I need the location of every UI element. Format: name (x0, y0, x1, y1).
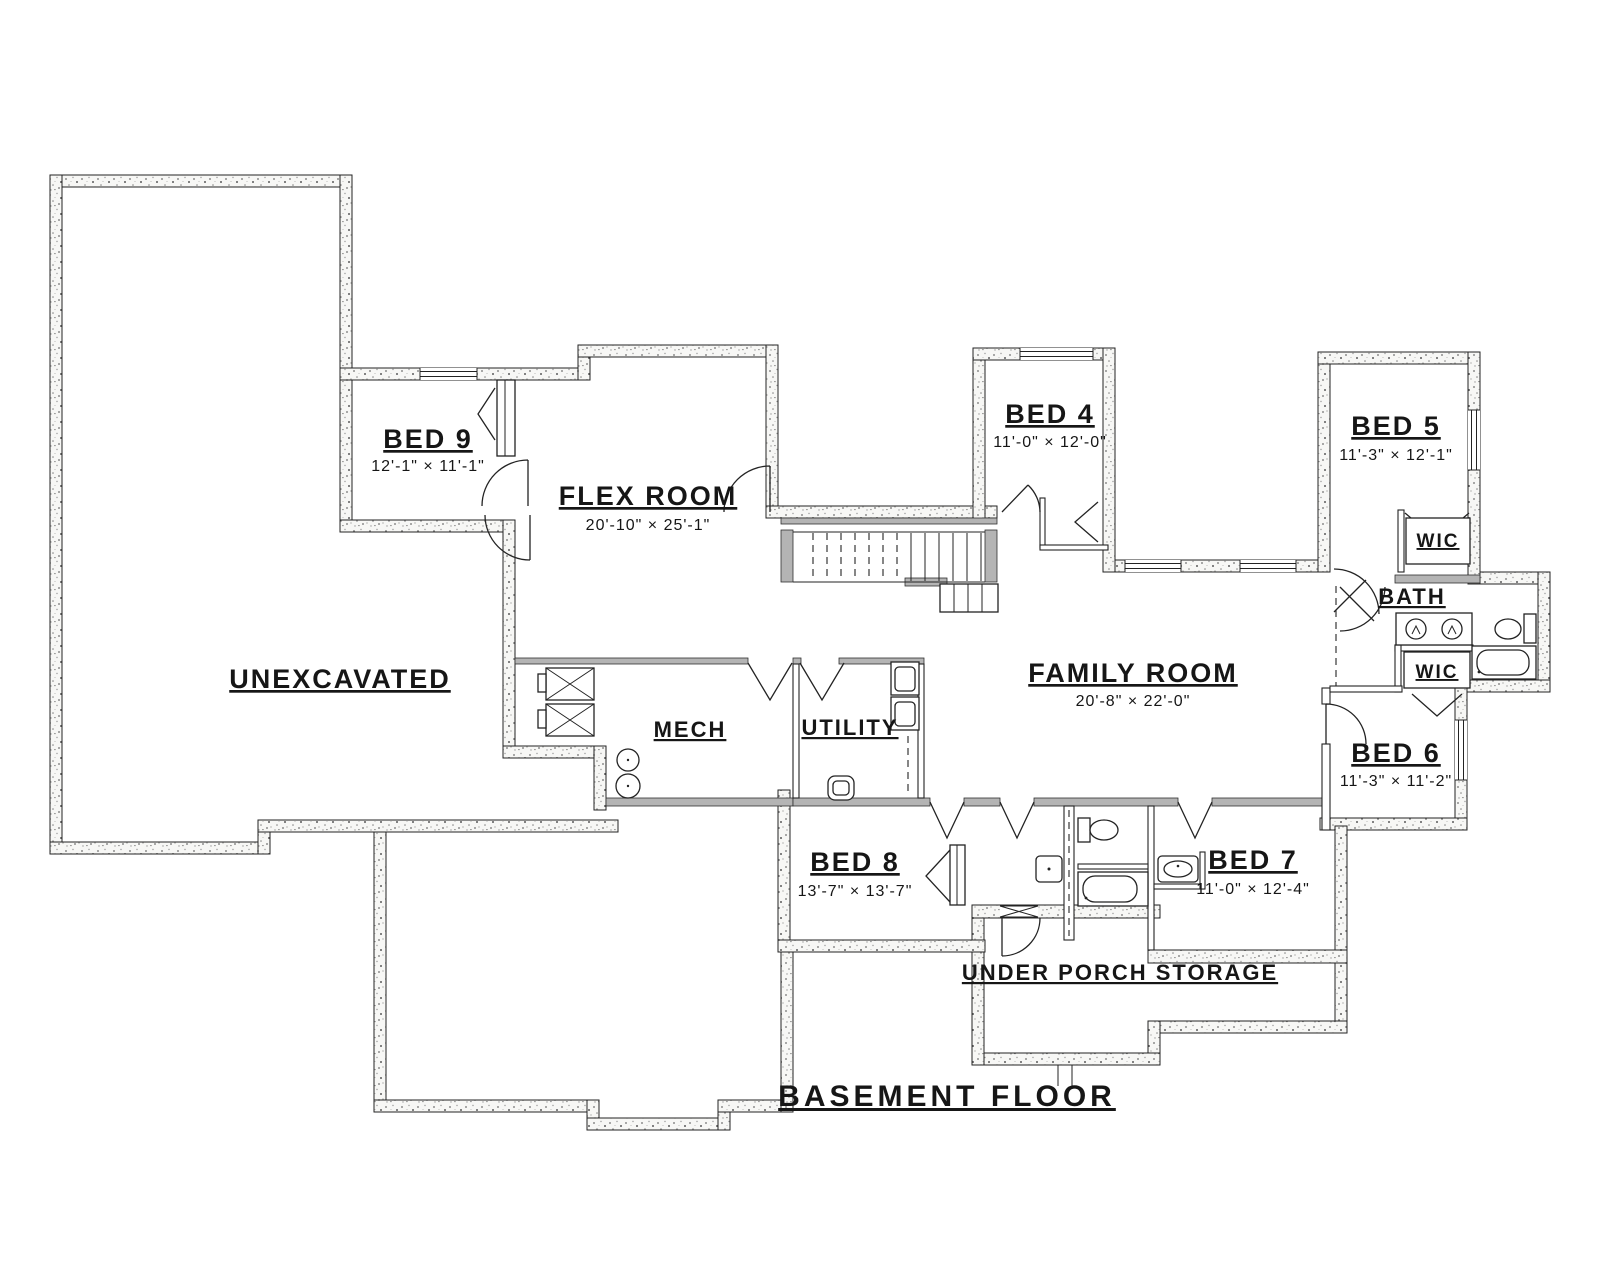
room-labels: UNEXCAVATED BED 9 12'-1" × 11'-1" FLEX R… (229, 399, 1460, 1113)
doors (477, 379, 1470, 957)
room-label-bath: BATH (1378, 584, 1445, 609)
room-dims-bed8: 13'-7" × 13'-7" (798, 883, 913, 900)
room-label-unexcavated: UNEXCAVATED (229, 664, 451, 694)
storage-areaway (1057, 1065, 1073, 1086)
main-bath-fixtures (1335, 586, 1537, 686)
room-label-storage: UNDER PORCH STORAGE (962, 960, 1278, 985)
room-dims-bed4: 11'-0" × 12'-0" (993, 434, 1107, 451)
wic-shelving (1403, 517, 1471, 689)
sink-icon (1405, 618, 1427, 640)
exterior-walls (49, 174, 1551, 1131)
sink-icon (1441, 618, 1463, 640)
room-label-bed9: BED 9 (383, 424, 473, 454)
staircase (793, 484, 1041, 613)
room-dims-family: 20'-8" × 22'-0" (1076, 693, 1191, 710)
room-label-mech: MECH (654, 717, 727, 742)
room-dims-bed9: 12'-1" × 11'-1" (371, 458, 485, 475)
room-label-wic-bed5: WIC (1417, 531, 1460, 552)
interior-bearing-walls (514, 517, 1481, 807)
room-dims-flex: 20'-10" × 25'-1" (586, 517, 711, 534)
room-label-bed4: BED 4 (1005, 399, 1095, 429)
toilet-icon (1089, 819, 1119, 841)
room-label-flex: FLEX ROOM (559, 481, 738, 511)
plan-title: BASEMENT FLOOR (778, 1080, 1116, 1113)
room-label-bed5: BED 5 (1351, 411, 1441, 441)
room-label-wic-bed6: WIC (1416, 662, 1459, 683)
room-label-family: FAMILY ROOM (1028, 658, 1238, 688)
room-label-bed8: BED 8 (810, 847, 900, 877)
room-dims-bed7: 11'-0" × 12'-4" (1196, 881, 1310, 898)
toilet-icon (1494, 618, 1522, 640)
room-dims-bed5: 11'-3" × 12'-1" (1339, 447, 1453, 464)
room-label-utility: UTILITY (801, 715, 898, 740)
room-label-bed6: BED 6 (1351, 738, 1441, 768)
interior-partitions (792, 497, 1474, 951)
windows (419, 348, 1480, 781)
room-dims-bed6: 11'-3" × 11'-2" (1340, 773, 1452, 790)
utility-fixtures (827, 661, 920, 801)
mech-fixtures (537, 667, 641, 799)
room-label-bed7: BED 7 (1208, 845, 1298, 875)
middle-bath-fixtures (1035, 817, 1199, 907)
